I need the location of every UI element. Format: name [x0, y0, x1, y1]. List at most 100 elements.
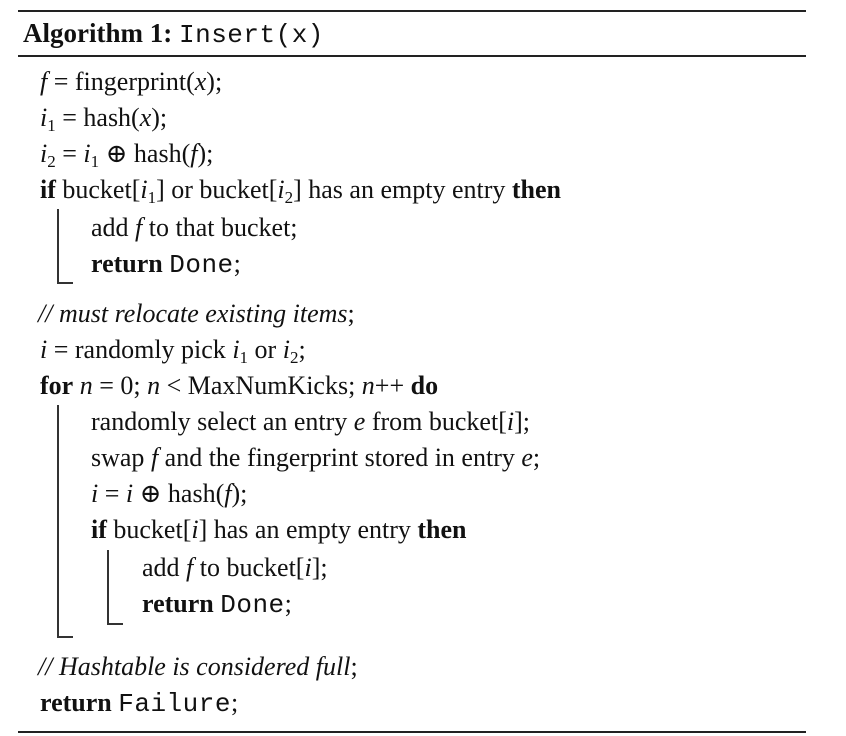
code-token: add [91, 213, 136, 242]
code-token: return [40, 688, 112, 717]
line-4: if bucket[i1] or bucket[i2] has an empty… [40, 174, 561, 206]
code-token: Done [220, 590, 285, 620]
line-12: i = i ⊕ hash(f); [91, 478, 247, 510]
if-block-end [57, 282, 73, 284]
code-token: i [277, 175, 285, 204]
code-token: ; [284, 589, 292, 618]
code-token: if [40, 175, 56, 204]
code-token: x [139, 103, 152, 132]
header-rule [18, 55, 806, 57]
code-token: ⊕ hash( [133, 479, 225, 508]
inner-if-block-bar [107, 550, 109, 624]
code-token: e [521, 443, 533, 472]
code-token: = 0; [92, 371, 148, 400]
code-token: then [417, 515, 467, 544]
code-token: = hash( [55, 103, 140, 132]
code-token: f [40, 67, 48, 96]
line-16-comment: // Hashtable is considered full; [38, 651, 358, 683]
top-rule [18, 10, 806, 12]
code-token: 1 [47, 116, 56, 135]
code-token: i [506, 407, 515, 436]
line-15: return Done; [142, 588, 292, 621]
code-token: ; [230, 688, 239, 717]
algorithm-name: Insert(x) [178, 20, 324, 50]
code-token: ); [206, 67, 223, 96]
code-token: n [79, 371, 93, 400]
code-token: 2 [284, 188, 294, 207]
code-token: i [191, 515, 199, 544]
code-token: swap [91, 443, 151, 472]
code-token: ; [298, 335, 306, 364]
code-token: x [194, 67, 207, 96]
code-token: f [224, 479, 232, 508]
code-token: 2 [47, 152, 56, 171]
line-2: i1 = hash(x); [40, 102, 167, 134]
code-token: do [410, 371, 439, 400]
code-token: bucket[ [106, 515, 192, 544]
code-token: i [232, 335, 240, 364]
code-token: e [353, 407, 366, 436]
line-14: add f to bucket[i]; [142, 552, 328, 584]
code-token: Done [169, 250, 234, 280]
code-token: = fingerprint( [47, 67, 195, 96]
code-token: return [142, 589, 214, 618]
code-token: ); [151, 103, 168, 132]
code-token: i [282, 335, 290, 364]
code-token: i [40, 139, 48, 168]
code-token: Failure [118, 689, 231, 719]
line-11: swap f and the fingerprint stored in ent… [91, 442, 540, 474]
code-token: for [40, 371, 74, 400]
code-token: = randomly pick [47, 335, 233, 364]
code-token: and the fingerprint stored in entry [158, 443, 522, 472]
code-token: ] has an empty entry [293, 175, 512, 204]
code-token: ]; [311, 553, 328, 582]
algorithm-block: Algorithm 1: Insert(x) f = fingerprint(x… [18, 10, 806, 734]
code-token: return [91, 249, 163, 278]
code-token: ++ [374, 371, 411, 400]
code-token: n [361, 371, 375, 400]
code-token: must relocate existing items [52, 299, 348, 328]
code-token: // [38, 652, 53, 681]
inner-if-block-end [107, 623, 123, 625]
code-token: i [91, 479, 99, 508]
code-token: add [142, 553, 187, 582]
code-token: 1 [90, 152, 100, 171]
code-token: f [186, 553, 194, 582]
code-token: i [125, 479, 134, 508]
code-token: i [83, 139, 91, 168]
algorithm-label: Algorithm 1: [23, 18, 173, 48]
code-token: // [38, 299, 53, 328]
for-block-bar [57, 405, 59, 637]
code-token: 2 [289, 348, 299, 367]
line-13: if bucket[i] has an empty entry then [91, 514, 466, 546]
code-token: ] or bucket[ [156, 175, 278, 204]
code-token: i [140, 175, 148, 204]
code-token: to that bucket; [142, 213, 298, 242]
code-token: f [135, 213, 143, 242]
line-1: f = fingerprint(x); [40, 66, 222, 98]
code-token: < MaxNumKicks; [160, 371, 362, 400]
for-block-end [57, 636, 73, 638]
code-token: ]; [514, 407, 530, 436]
code-token: i [304, 553, 312, 582]
code-token: if [91, 515, 107, 544]
bottom-rule [18, 731, 806, 733]
code-token: ; [350, 652, 358, 681]
algorithm-title: Algorithm 1: Insert(x) [23, 17, 324, 51]
code-token: i [40, 335, 48, 364]
code-token: ] has an empty entry [198, 515, 418, 544]
code-token: f [190, 139, 198, 168]
code-token: ; [233, 249, 241, 278]
line-5: add f to that bucket; [91, 212, 298, 244]
if-block-bar [57, 209, 59, 283]
code-token: ); [231, 479, 248, 508]
code-token: from bucket[ [365, 407, 507, 436]
code-token: ; [532, 443, 541, 472]
code-token: = [98, 479, 126, 508]
line-7-comment: // must relocate existing items; [38, 298, 355, 330]
line-9: for n = 0; n < MaxNumKicks; n++ do [40, 370, 438, 402]
code-token: to bucket[ [193, 553, 305, 582]
line-6: return Done; [91, 248, 241, 281]
code-token: ); [197, 139, 214, 168]
line-3: i2 = i1 ⊕ hash(f); [40, 138, 213, 170]
